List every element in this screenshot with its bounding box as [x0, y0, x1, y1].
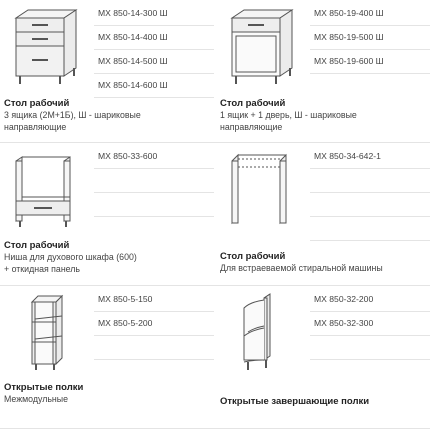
washing-machine-frame-icon — [218, 147, 306, 235]
product-desc-line: направляющие — [220, 121, 283, 132]
product-title: Открытые завершающие полки — [220, 396, 370, 407]
article-code: МХ 850-14-500 Ш — [94, 50, 214, 74]
product-desc-line: направляющие — [4, 121, 67, 132]
article-code-list: МХ 850-19-400 Ш МХ 850-19-500 Ш МХ 850-1… — [310, 0, 430, 74]
article-code-empty — [310, 169, 430, 193]
article-code-list: МХ 850-5-150 МХ 850-5-200 — [94, 286, 214, 360]
article-code-empty — [310, 336, 430, 360]
cabinet-drawer-door-icon — [218, 4, 306, 92]
article-code-empty — [94, 193, 214, 217]
product-desc-line: Ниша для духового шкафа (600) — [4, 252, 137, 262]
article-code: МХ 850-14-300 Ш — [94, 2, 214, 26]
product-card-3-drawer: МХ 850-14-300 Ш МХ 850-14-400 Ш МХ 850-1… — [0, 0, 214, 143]
product-card-end-shelf: МХ 850-32-200 МХ 850-32-300 Открытые зав… — [216, 286, 430, 429]
article-code-empty — [310, 217, 430, 241]
product-caption: Стол рабочий Ниша для духового шкафа (60… — [4, 240, 212, 275]
article-code-list: МХ 850-34-642-1 — [310, 143, 430, 241]
end-corner-shelf-icon — [218, 290, 306, 378]
product-title: Стол рабочий — [4, 240, 70, 251]
article-code: МХ 850-34-642-1 — [310, 145, 430, 169]
product-desc-line: Для встраеваемой стиральной машины — [220, 263, 383, 273]
article-code: МХ 850-14-400 Ш — [94, 26, 214, 50]
product-caption: Стол рабочий 3 ящика (2М+1Б), Ш - шарико… — [4, 98, 212, 133]
article-code-list: МХ 850-14-300 Ш МХ 850-14-400 Ш МХ 850-1… — [94, 0, 214, 98]
article-code: МХ 850-5-200 — [94, 312, 214, 336]
open-shelf-icon — [2, 290, 90, 378]
product-caption: Открытые завершающие полки — [220, 396, 428, 408]
article-code: МХ 850-33-600 — [94, 145, 214, 169]
article-code-empty — [94, 169, 214, 193]
product-title: Открытые полки — [4, 382, 84, 393]
article-code: МХ 850-19-600 Ш — [310, 50, 430, 74]
article-code-empty — [310, 193, 430, 217]
product-title: Стол рабочий — [4, 98, 70, 109]
article-code: МХ 850-19-400 Ш — [310, 2, 430, 26]
product-card-open-shelf: МХ 850-5-150 МХ 850-5-200 Открытые полки… — [0, 286, 214, 429]
article-code: МХ 850-5-150 — [94, 288, 214, 312]
product-title: Стол рабочий — [220, 251, 286, 262]
product-card-drawer-door: МХ 850-19-400 Ш МХ 850-19-500 Ш МХ 850-1… — [216, 0, 430, 143]
product-caption: Стол рабочий Для встраеваемой стиральной… — [220, 251, 428, 275]
row-divider — [0, 142, 430, 143]
article-code: МХ 850-19-500 Ш — [310, 26, 430, 50]
row-divider — [0, 285, 430, 286]
article-code-list: МХ 850-33-600 — [94, 143, 214, 217]
product-caption: Стол рабочий 1 ящик + 1 дверь, Ш - шарик… — [220, 98, 428, 133]
product-desc-line: + откидная панель — [4, 263, 80, 274]
product-card-oven-niche: МХ 850-33-600 Стол рабочий Ниша для духо… — [0, 143, 214, 286]
product-title: Стол рабочий — [220, 98, 286, 109]
article-code: МХ 850-32-200 — [310, 288, 430, 312]
product-desc-line: Межмодульные — [4, 394, 68, 404]
product-caption: Открытые полки Межмодульные — [4, 382, 212, 406]
product-desc-line: 3 ящика (2М+1Б), Ш - шариковые — [4, 110, 141, 120]
oven-niche-cabinet-icon — [2, 147, 90, 235]
row-divider — [0, 428, 430, 429]
article-code-empty — [94, 336, 214, 360]
cabinet-3-drawers-icon — [2, 4, 90, 92]
product-desc-line: 1 ящик + 1 дверь, Ш - шариковые — [220, 110, 357, 120]
article-code-list: МХ 850-32-200 МХ 850-32-300 — [310, 286, 430, 360]
article-code: МХ 850-32-300 — [310, 312, 430, 336]
product-card-washing-machine: МХ 850-34-642-1 Стол рабочий Для встраев… — [216, 143, 430, 286]
article-code: МХ 850-14-600 Ш — [94, 74, 214, 98]
